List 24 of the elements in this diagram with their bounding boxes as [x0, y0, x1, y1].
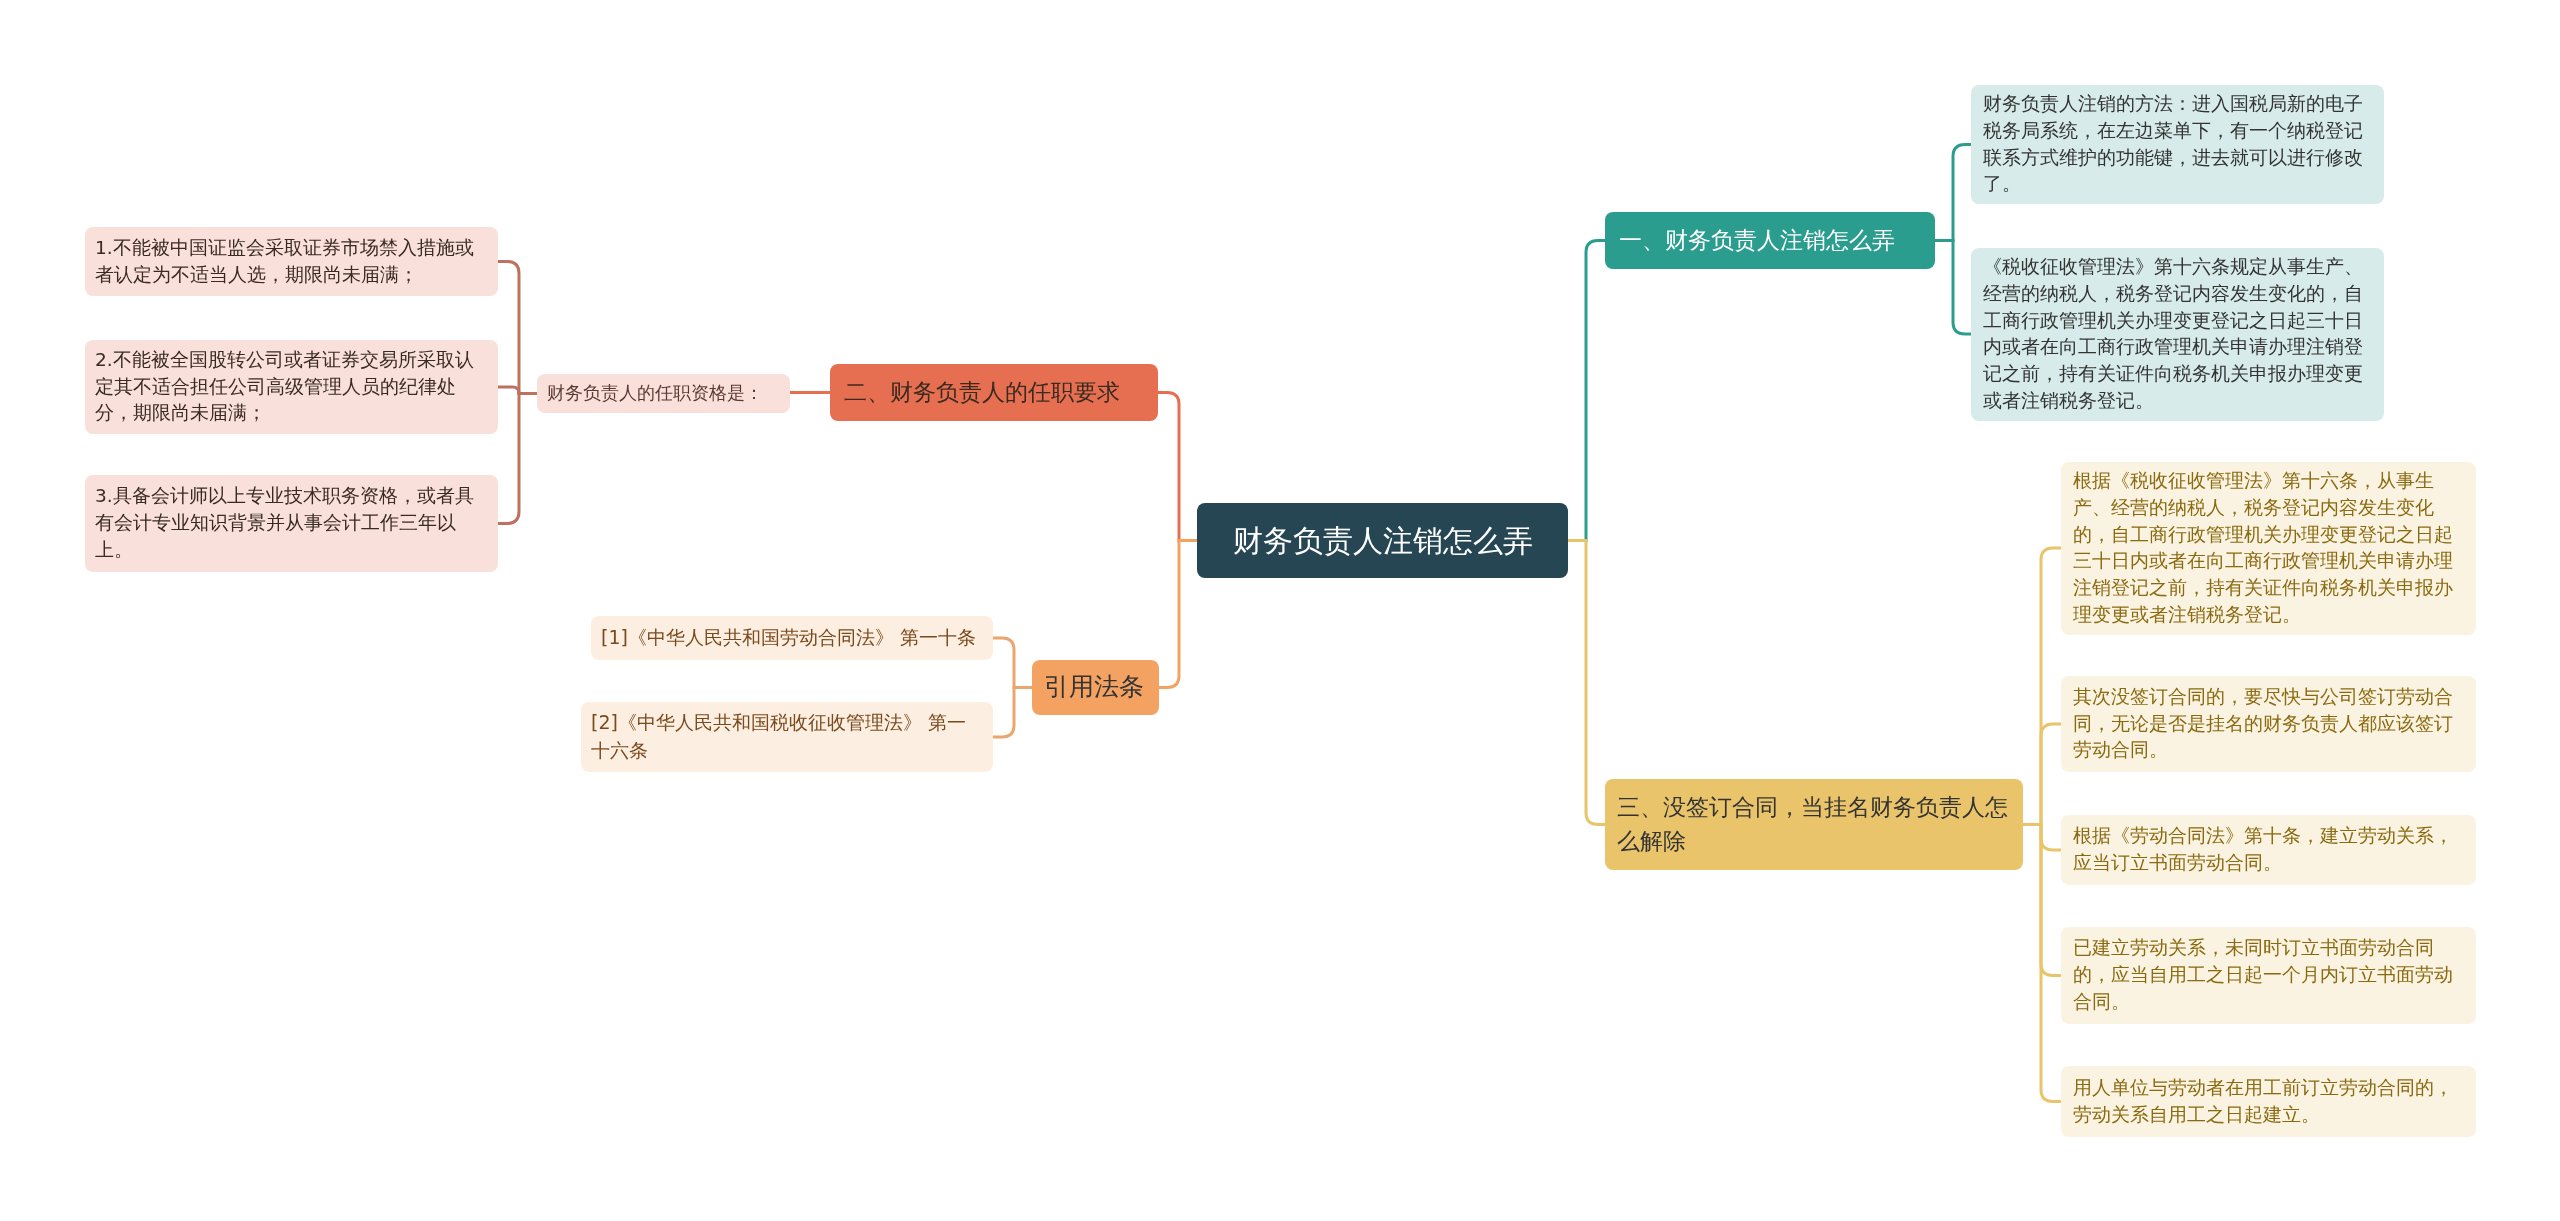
- note-box: 根据《劳动合同法》第十条，建立劳动关系，应当订立书面劳动合同。: [2061, 815, 2476, 885]
- branch-box: 三、没签订合同，当挂名财务负责人怎么解除: [1605, 779, 2023, 870]
- branch-box: 一、财务负责人注销怎么弄: [1605, 212, 1935, 269]
- note-box: 财务负责人注销的方法：进入国税局新的电子税务局系统，在左边菜单下，有一个纳税登记联系方式维护的功能键，进去就可以进行修改了。: [1971, 85, 2384, 205]
- central-topic-box: 财务负责人注销怎么弄: [1197, 503, 1568, 578]
- note-box: [2]《中华人民共和国税收征收管理法》 第一十六条: [581, 702, 993, 772]
- note-box: 1.不能被中国证监会采取证券市场禁入措施或者认定为不适当人选，期限尚未届满；: [85, 227, 498, 296]
- note-box: 已建立劳动关系，未同时订立书面劳动合同的，应当自用工之日起一个月内订立书面劳动合同。: [2061, 927, 2476, 1024]
- note-box: [1]《中华人民共和国劳动合同法》 第一十条: [591, 616, 993, 660]
- connector-line: [790, 391, 830, 394]
- subtopic-box: 财务负责人的任职资格是：: [537, 374, 790, 413]
- connector-line: [1159, 539, 1197, 689]
- connector-line: [498, 392, 537, 525]
- note-box: 《税收征收管理法》第十六条规定从事生产、经营的纳税人，税务登记内容发生变化的，自工商行政管理机关办理变更登记之日起三十日内或者在向工商行政管理机关申请办理注销登记之前，持有关证件向税务机关申报办理变更或者注销税务登记。: [1971, 248, 2384, 421]
- note-box: 3.具备会计师以上专业技术职务资格，或者具有会计专业知识背景并从事会计工作三年以上。: [85, 475, 498, 572]
- connector-line: [1568, 539, 1605, 826]
- note-box: 其次没签订合同的，要尽快与公司签订劳动合同，无论是否是挂名的财务负责人都应该签订劳动合同。: [2061, 676, 2476, 772]
- note-box: 2.不能被全国股转公司或者证券交易所采取认定其不适合担任公司高级管理人员的纪律处分，期限尚未届满；: [85, 340, 498, 434]
- note-box: 用人单位与劳动者在用工前订立劳动合同的，劳动关系自用工之日起建立。: [2061, 1066, 2476, 1137]
- branch-box: 二、财务负责人的任职要求: [830, 364, 1158, 421]
- branch-box: 引用法条: [1032, 660, 1159, 715]
- note-box: 根据《税收征收管理法》第十六条，从事生产、经营的纳税人，税务登记内容发生变化的，自工商行政管理机关办理变更登记之日起三十日内或者在向工商行政管理机关申请办理注销登记之前，持有关证件向税务机关申报办理变更或者注销税务登记。: [2061, 462, 2476, 635]
- connector-line: [2023, 823, 2061, 1103]
- connector-line: [993, 686, 1032, 739]
